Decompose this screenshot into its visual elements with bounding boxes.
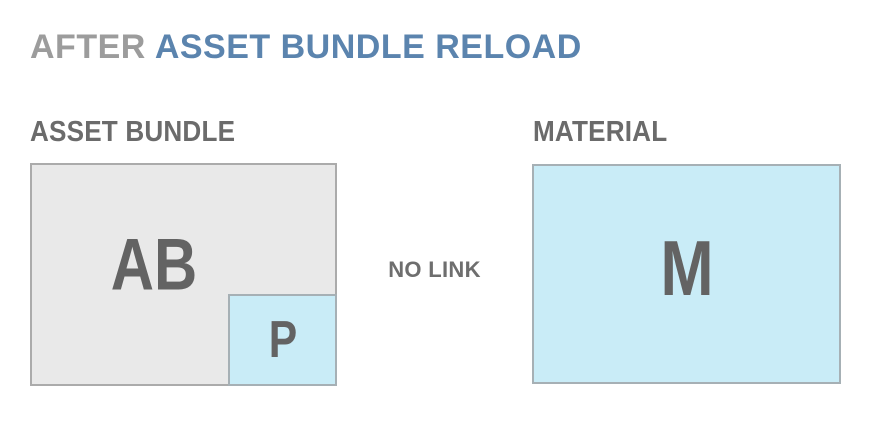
no-link-label: NO LINK	[388, 257, 481, 282]
title-highlight: ASSET BUNDLE RELOAD	[154, 28, 582, 66]
material-letter: M	[659, 223, 714, 312]
prefab-box: P	[228, 294, 337, 386]
prefab-letter: P	[268, 311, 297, 369]
material-box: M	[532, 164, 841, 384]
asset-bundle-label: ASSET BUNDLE	[30, 116, 236, 148]
title-prefix: AFTER	[30, 28, 146, 66]
asset-bundle-letter: AB	[110, 224, 198, 306]
asset-bundle-box: AB P	[30, 163, 337, 386]
material-label: MATERIAL	[533, 116, 668, 148]
